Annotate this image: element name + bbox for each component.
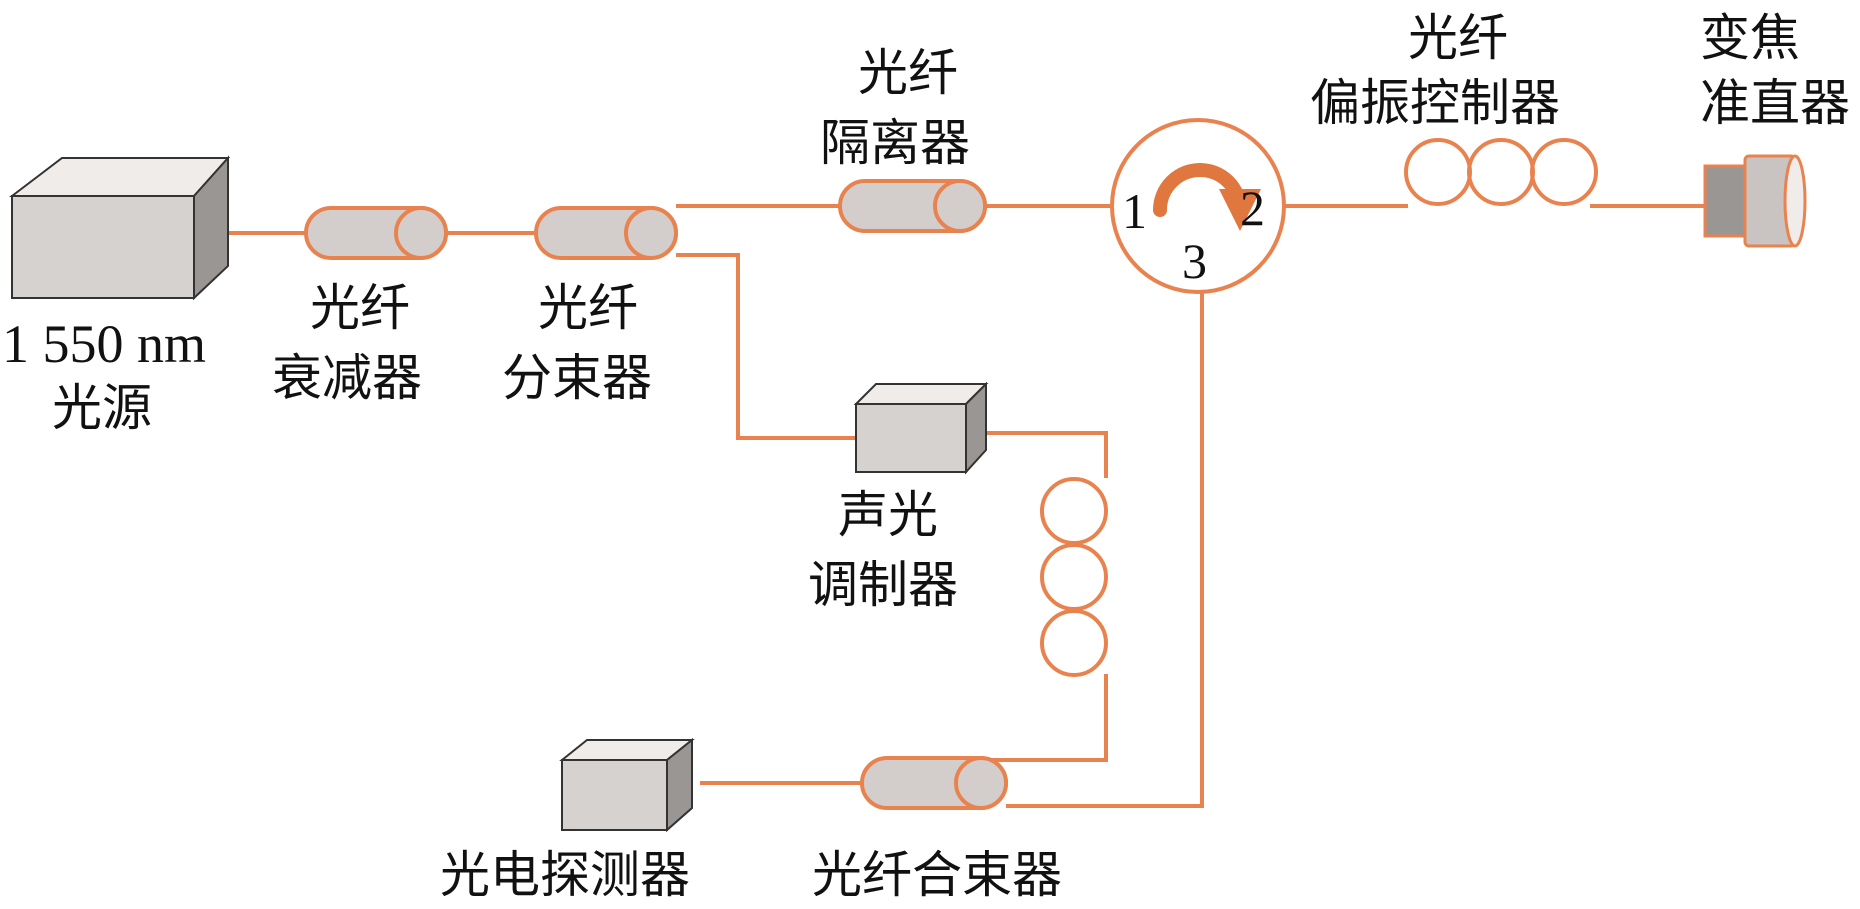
polarization-controller <box>1404 138 1598 206</box>
circulator-port-2: 2 <box>1240 180 1265 236</box>
label-detector: 光电探测器 <box>440 846 690 904</box>
label-splitter-line2: 分束器 <box>502 349 652 407</box>
circulator-arrow-icon <box>1153 163 1261 231</box>
light-source-box <box>9 155 231 301</box>
fiber-combiner-to-circulator-port3 <box>1006 288 1204 808</box>
attenuator-end <box>394 206 448 260</box>
label-splitter-line1: 光纤 <box>538 279 638 337</box>
label-collimator-line1: 变焦 <box>1700 9 1800 67</box>
label-source-name: 光源 <box>52 379 152 437</box>
label-aom-line2: 调制器 <box>808 556 958 614</box>
polctrl-loop-3 <box>1530 138 1598 206</box>
label-polctrl-line2: 偏振控制器 <box>1310 74 1560 132</box>
polctrl-loop-2 <box>1467 138 1535 206</box>
fiber-splitter <box>534 206 678 260</box>
circulator-port-1: 1 <box>1122 183 1147 239</box>
light-source-box-top <box>9 157 231 197</box>
isolator-end <box>933 179 987 233</box>
label-collimator-line2: 准直器 <box>1700 74 1850 132</box>
label-attenuator-line2: 衰减器 <box>272 349 422 407</box>
fiber-delay-coil <box>1040 477 1108 677</box>
fiber-isolator <box>838 179 987 233</box>
label-combiner: 光纤合束器 <box>812 846 1062 904</box>
detector-box-front <box>561 759 668 831</box>
acousto-optic-modulator-box <box>853 381 989 475</box>
fiber-combiner <box>860 756 1008 810</box>
coil-loop-3 <box>1040 609 1108 677</box>
label-isolator-line2: 隔离器 <box>820 114 970 172</box>
fiber-coil-to-combiner <box>990 674 1108 762</box>
collimator-lens <box>1783 154 1807 248</box>
labels: 1 550 nm 光源 光纤 衰减器 光纤 分束器 光纤 隔离器 光纤 偏振控制… <box>2 9 1850 904</box>
combiner-end <box>954 756 1008 810</box>
fiber-attenuator <box>304 206 448 260</box>
coil-loop-1 <box>1040 477 1108 545</box>
polctrl-loop-1 <box>1404 138 1472 206</box>
label-attenuator-line1: 光纤 <box>310 279 410 337</box>
fiber-circulator: 1 2 3 <box>1110 118 1286 294</box>
label-isolator-line1: 光纤 <box>858 44 958 102</box>
fiber-aom-to-coil <box>985 431 1108 478</box>
coil-loop-2 <box>1040 543 1108 611</box>
collimator-rear <box>1703 164 1747 238</box>
zoom-collimator <box>1703 154 1807 248</box>
light-source-box-front <box>11 195 195 299</box>
label-aom-line1: 声光 <box>838 486 938 544</box>
aom-box-front <box>855 403 967 473</box>
aom-box-top <box>853 383 989 405</box>
label-polctrl-line1: 光纤 <box>1408 9 1508 67</box>
circulator-ring <box>1110 118 1286 294</box>
splitter-end <box>624 206 678 260</box>
label-source-wavelength: 1 550 nm <box>2 314 206 374</box>
fiber-splitter-to-aom <box>676 253 856 440</box>
photodetector-box <box>559 737 695 833</box>
circulator-port-3: 3 <box>1182 233 1207 289</box>
fiber-lines <box>226 204 1705 808</box>
